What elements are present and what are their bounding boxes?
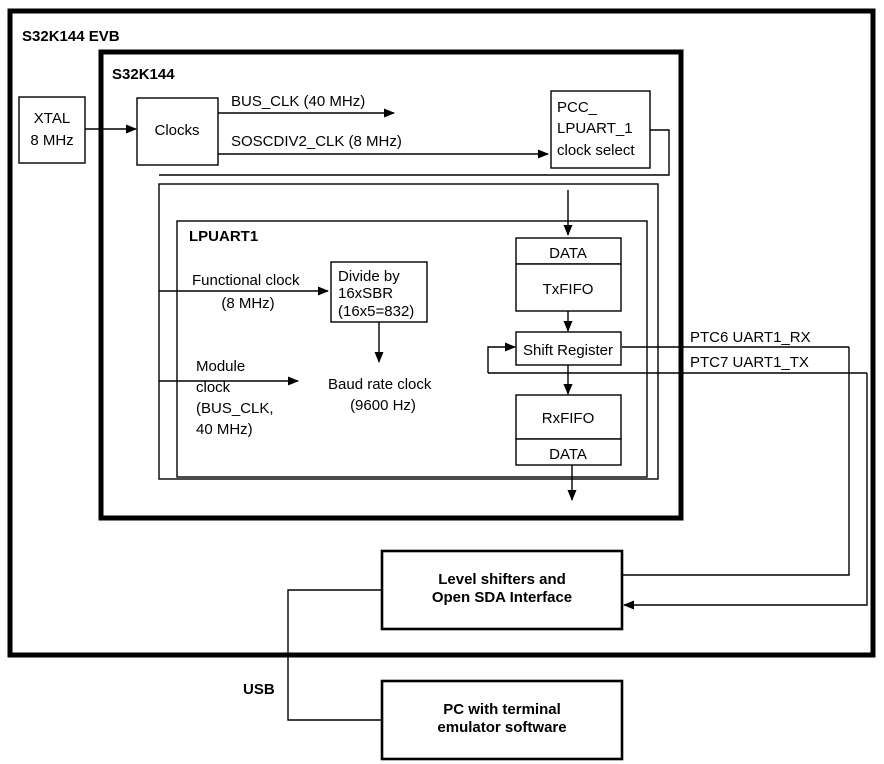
rxfifo-box <box>515 394 622 440</box>
lpuart1-box <box>176 220 648 478</box>
mcu-title: S32K144 <box>112 66 175 83</box>
xtal-label-line2: 8 MHz <box>30 132 73 149</box>
functional-clock-label-line2: (8 MHz) <box>221 295 274 312</box>
shift-register-box <box>515 331 622 366</box>
level-shifters-label-line1: Level shifters and <box>438 571 566 588</box>
ptc7-label: PTC7 UART1_TX <box>690 354 809 371</box>
wire-tx-down-to-level-shifters <box>623 373 868 610</box>
wire-rx-into-shift-register <box>487 342 516 373</box>
clocks-box <box>136 97 219 166</box>
divide-label-line3: (16x5=832) <box>338 303 414 320</box>
usb-label: USB <box>243 681 275 698</box>
divide-label-line2: 16xSBR <box>338 285 393 302</box>
shift-register-label: Shift Register <box>523 342 613 359</box>
divide-label-line1: Divide by <box>338 268 400 285</box>
data-rx-label: DATA <box>549 446 587 463</box>
pc-terminal-label-line1: PC with terminal <box>443 701 561 718</box>
soscdiv2-clk-label: SOSCDIV2_CLK (8 MHz) <box>231 133 402 150</box>
xtal-box <box>18 96 86 164</box>
functional-clock-label-line1: Functional clock <box>192 272 300 289</box>
pcc-clock-select-box <box>550 90 651 169</box>
lpuart1-title: LPUART1 <box>189 228 258 245</box>
baud-rate-label-line2: (9600 Hz) <box>350 397 416 414</box>
module-clock-label-line4: 40 MHz) <box>196 421 253 438</box>
data-tx-label: DATA <box>549 245 587 262</box>
wire-rx-down-to-level-shifters <box>622 347 850 576</box>
evb-title: S32K144 EVB <box>22 28 120 45</box>
module-clock-label-line1: Module <box>196 358 245 375</box>
pcc-label-line3: clock select <box>557 142 635 159</box>
divide-box <box>330 261 428 323</box>
lpuart-outer-container <box>158 183 659 480</box>
pc-terminal-label-line2: emulator software <box>437 719 566 736</box>
wire-pcc-output-loop <box>159 129 670 176</box>
xtal-label-line1: XTAL <box>34 110 70 127</box>
wire-usb-connection <box>287 589 382 721</box>
pcc-label-line2: LPUART_1 <box>557 120 633 137</box>
level-shifters-box <box>380 549 624 631</box>
module-clock-label-line2: clock <box>196 379 231 396</box>
ptc6-label: PTC6 UART1_RX <box>690 329 811 346</box>
bus-clk-label: BUS_CLK (40 MHz) <box>231 93 365 110</box>
module-clock-label-line3: (BUS_CLK, <box>196 400 274 417</box>
level-shifters-label-line2: Open SDA Interface <box>432 589 572 606</box>
txfifo-label: TxFIFO <box>543 281 594 298</box>
pcc-label-line1: PCC_ <box>557 99 598 116</box>
baud-rate-label-line1: Baud rate clock <box>328 376 432 393</box>
rxfifo-label: RxFIFO <box>542 410 595 427</box>
data-rx-box <box>515 438 622 466</box>
clocks-label: Clocks <box>154 122 199 139</box>
pc-terminal-box <box>380 679 624 761</box>
